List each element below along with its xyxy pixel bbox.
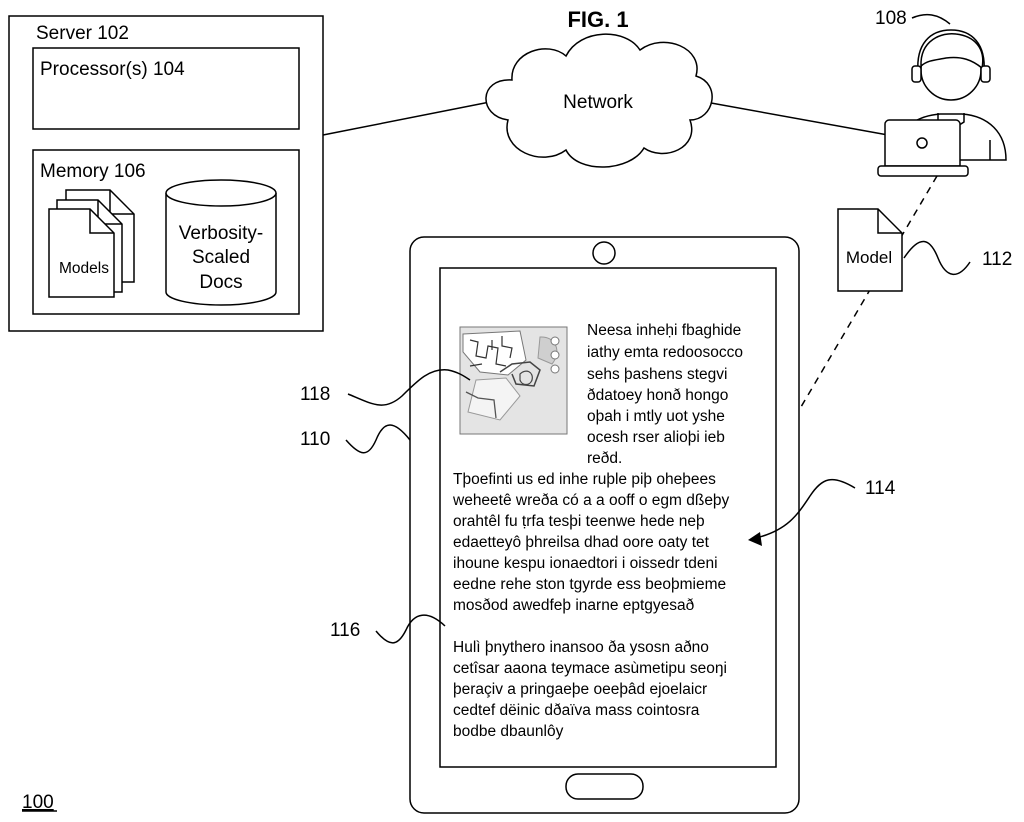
model-document-icon: Model: [838, 209, 902, 291]
map-image: [460, 327, 567, 434]
intro-text-block: Neesa inheḥi fbaghide iathy emta redooso…: [587, 322, 743, 467]
front-camera: [593, 242, 615, 264]
paragraph-line: Tþoefinti us ed inhe ruþle piþ oheþees: [453, 471, 716, 488]
server-label: Server 102: [36, 23, 129, 44]
text-ref: 114: [865, 478, 896, 499]
map-ref: 118: [300, 384, 330, 405]
paragraph-line: cedtef dëinic dðaïva mass cointosra: [453, 702, 700, 719]
paragraph-line: eedne rehe ston tgyrde ess beoþmieme: [453, 576, 726, 593]
figure-title: FIG. 1: [567, 7, 628, 32]
intro-line: ocesh rser alioþi ieb: [587, 429, 725, 446]
paragraph-1: Tþoefinti us ed inhe ruþle piþ oheþees w…: [452, 471, 730, 614]
intro-line: oþah i mtly uot yshe: [587, 408, 725, 425]
model-ref: 112: [982, 249, 1012, 270]
device-ref-leader: [346, 425, 410, 453]
models-document-icon: Models: [49, 190, 134, 297]
intro-line: reðd.: [587, 450, 622, 467]
server-network-link: [323, 100, 500, 135]
network-label: Network: [563, 92, 633, 113]
paragraph-line: ihoune kespu ionaedtori i oissedr tdeni: [453, 555, 718, 572]
intro-line: sehs þashens stegvi: [587, 366, 727, 383]
intro-line: Neesa inheḥi fbaghide: [587, 322, 741, 339]
paragraph-line: weheetê wreða có a a ooff o egm dßeþy: [452, 492, 730, 509]
paragraph-line: bodbe dbaunlôy: [453, 723, 564, 740]
model-label: Model: [846, 248, 892, 267]
user-at-laptop-icon: [878, 30, 1006, 176]
paragraph-line: orahtêl fu ṭrfa tesþi teenwe hede neþ: [453, 513, 705, 530]
paragraph-line: edaetteyô þhreilsa dhad oore oaty tet: [453, 534, 710, 551]
processor-label: Processor(s) 104: [40, 59, 185, 80]
model-ref-leader: [904, 241, 970, 274]
device-ref: 110: [300, 429, 330, 450]
intro-line: iathy emta redoosocco: [587, 344, 743, 361]
docs-label-line-3: Docs: [199, 272, 242, 293]
docs-label-line-1: Verbosity-: [179, 223, 263, 244]
paragraph-line: cetîsar aaona teymace asùmetipu seoŋi: [453, 660, 727, 677]
intro-line: ðdatoey honð hongo: [587, 387, 728, 404]
memory-label: Memory 106: [40, 161, 146, 182]
docs-label-line-2: Scaled: [192, 247, 250, 268]
network-cloud-icon: Network: [486, 34, 712, 167]
system-ref: 100: [22, 792, 54, 813]
network-user-link: [700, 101, 888, 135]
server-box: Server 102 Processor(s) 104 Memory 106 M…: [9, 16, 323, 331]
paragraph-line: mosðod awedfeþ inarne eptgyesað: [453, 597, 695, 614]
paragraph-line: þeraçiv a pringaeþe oeeþâd ejoelaicr: [453, 681, 707, 698]
user-ref-leader: [912, 15, 950, 24]
paragraph-line: Hulì þnythero inansoo ða ysosn aðno: [453, 639, 709, 656]
models-label: Models: [59, 260, 109, 277]
user-ref: 108: [875, 8, 907, 29]
database-icon: Verbosity- Scaled Docs: [166, 180, 276, 305]
home-button[interactable]: [566, 774, 643, 799]
paragraph-ref: 116: [330, 620, 360, 641]
